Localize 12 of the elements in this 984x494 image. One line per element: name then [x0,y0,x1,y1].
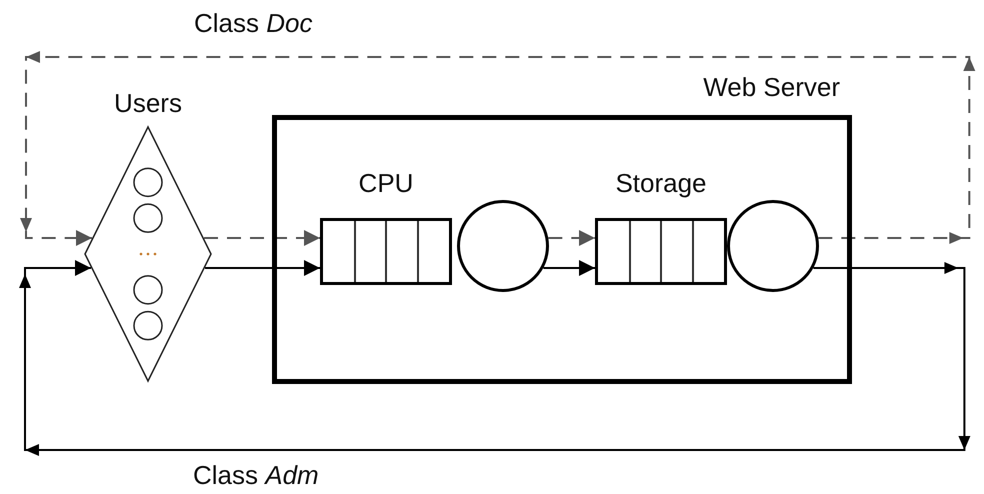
arrow [205,260,320,276]
station-label: Users [113,88,183,118]
queue-label: Storage [614,168,708,198]
arrow [543,260,595,276]
edge-label: Class Doc [194,8,312,38]
arrow [548,230,595,246]
queue-label: CPU [358,168,414,198]
arrow [204,230,320,246]
edge-label: Class Adm [193,460,319,490]
arrow [19,260,970,456]
arrow [20,51,976,246]
group-title: Web Server [703,72,840,102]
